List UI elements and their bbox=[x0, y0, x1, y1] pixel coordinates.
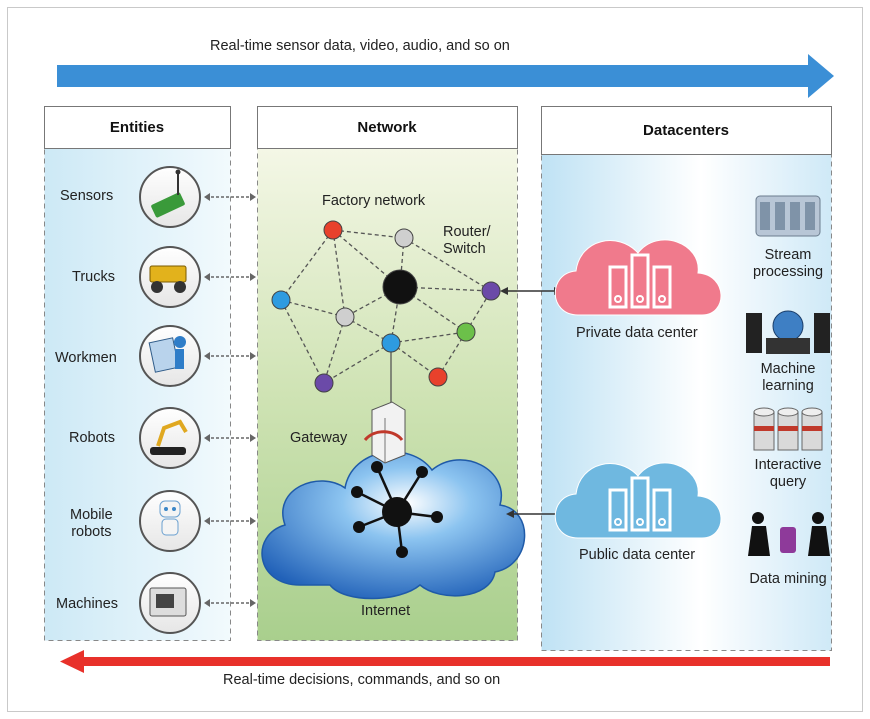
router-switch-label: Router/ Switch bbox=[443, 224, 491, 257]
entity-label-machines: Machines bbox=[56, 596, 119, 612]
entities-header-box bbox=[44, 106, 231, 149]
machine-learning-icon bbox=[746, 310, 830, 354]
top-arrow-head bbox=[808, 54, 834, 98]
interactive-query-icon bbox=[753, 407, 823, 451]
bottom-arrow-label: Real-time decisions, commands, and so on bbox=[223, 672, 501, 688]
network-edge bbox=[332, 229, 405, 239]
sensor-icon bbox=[139, 166, 201, 228]
outer-frame bbox=[7, 7, 863, 712]
top-arrow-body bbox=[57, 65, 815, 87]
internet-hub-icon bbox=[351, 461, 443, 558]
gateway-label: Gateway bbox=[290, 430, 348, 446]
gateway-server-icon bbox=[363, 401, 406, 464]
datacenters-header-box bbox=[541, 106, 832, 155]
network-node-red bbox=[323, 220, 343, 240]
entity-label-mobile-robots: Mobile robots bbox=[70, 507, 113, 540]
workman-icon bbox=[139, 325, 201, 387]
entity-label-robots: Robots bbox=[69, 430, 115, 446]
entity-label-sensors: Sensors bbox=[60, 188, 114, 204]
service-label-query: Interactive query bbox=[754, 457, 822, 490]
network-header-box bbox=[257, 106, 518, 149]
internet-label: Internet bbox=[361, 603, 411, 619]
network-edge bbox=[390, 331, 467, 344]
public-dc-label: Public data center bbox=[579, 547, 696, 563]
network-node-purple bbox=[481, 281, 501, 301]
entities-header: Entities bbox=[109, 118, 165, 136]
truck-icon bbox=[139, 246, 201, 308]
network-node-gray bbox=[394, 228, 414, 248]
network-header: Network bbox=[357, 118, 417, 136]
entity-label-workmen: Workmen bbox=[55, 350, 117, 366]
network-edge bbox=[323, 342, 392, 384]
public-datacenter-cloud bbox=[554, 462, 722, 539]
datacenters-header: Datacenters bbox=[643, 121, 729, 139]
entities-panel bbox=[44, 148, 231, 641]
private-dc-label: Private data center bbox=[576, 325, 698, 341]
machine-icon bbox=[139, 572, 201, 634]
service-label-mining: Data mining bbox=[749, 571, 827, 587]
entity-label-trucks: Trucks bbox=[72, 269, 115, 285]
network-node-green bbox=[456, 322, 476, 342]
network-node-blue bbox=[381, 333, 401, 353]
factory-network-label: Factory network bbox=[322, 193, 426, 209]
network-edge bbox=[280, 229, 334, 301]
service-label-ml: Machine learning bbox=[760, 361, 816, 394]
datacenters-panel bbox=[541, 154, 832, 651]
data-mining-icon bbox=[748, 512, 830, 556]
network-edge bbox=[399, 286, 467, 333]
top-arrow-label: Real-time sensor data, video, audio, and… bbox=[210, 38, 510, 54]
network-node-red bbox=[428, 367, 448, 387]
robot-arm-icon bbox=[139, 407, 201, 469]
network-node-blue bbox=[271, 290, 291, 310]
network-node-black bbox=[382, 269, 418, 305]
bottom-arrow-body bbox=[82, 657, 830, 666]
mobile-robot-icon bbox=[139, 490, 201, 552]
stream-processing-icon bbox=[755, 195, 821, 237]
bottom-arrow-head bbox=[60, 650, 84, 673]
network-edge bbox=[323, 316, 346, 384]
network-edge bbox=[332, 229, 346, 318]
network-edge bbox=[280, 299, 325, 384]
network-edge bbox=[390, 342, 439, 378]
network-node-purple bbox=[314, 373, 334, 393]
network-edge bbox=[403, 237, 492, 292]
network-node-gray bbox=[335, 307, 355, 327]
private-datacenter-cloud bbox=[554, 239, 722, 316]
service-label-stream: Stream processing bbox=[752, 247, 824, 280]
